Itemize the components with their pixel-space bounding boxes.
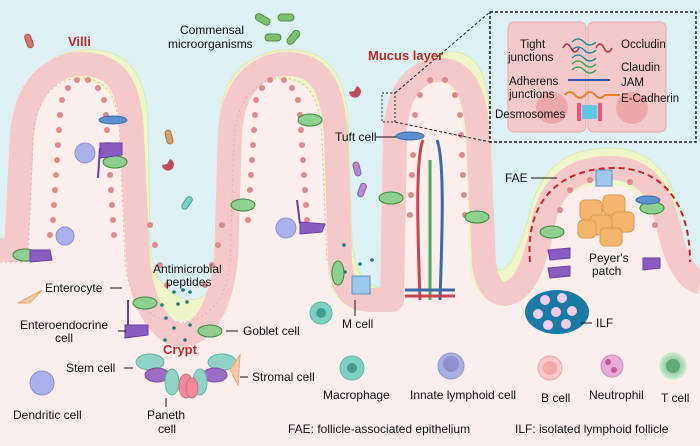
villi-label: Villi	[68, 34, 91, 49]
ilf-follicle	[525, 290, 589, 334]
goblet-cell-label: Goblet cell	[243, 324, 300, 338]
macrophage-cell	[309, 301, 333, 325]
occludin-label: Occludin	[621, 39, 666, 51]
dendritic-cell-icons	[29, 142, 297, 396]
stromal-cell-icons	[17, 289, 241, 387]
ilf-footnote: ILF: isolated lymphoid follicle	[515, 422, 669, 436]
peyers-patch-label-line2: patch	[592, 264, 621, 278]
legend-item-t-cell: T cell	[659, 352, 689, 405]
paneth-label-line1: Paneth	[147, 408, 185, 422]
peyers-patch-cells	[577, 194, 635, 247]
fae-footnote: FAE: follicle-associated epithelium	[288, 422, 470, 436]
tight-junctions-label-line1: Tight	[520, 39, 546, 51]
enteroendocrine-cell-icons	[29, 142, 661, 339]
legend-item-macrophage: Macrophage	[323, 355, 390, 402]
m-cell-label: M cell	[342, 317, 373, 331]
stromal-cell-label: Stromal cell	[252, 370, 315, 384]
adherens-junctions-label-line1: Adherens	[509, 76, 558, 88]
e-cadherin-label: E-Cadherin	[621, 93, 679, 105]
legend-label-t-cell: T cell	[661, 391, 689, 405]
ilf-label: ILF	[596, 316, 613, 330]
legend-label-macrophage: Macrophage	[323, 388, 390, 402]
legend-item-innate-lymphoid-cell: Innate lymphoid cell	[410, 352, 516, 402]
blood-vessels	[405, 139, 455, 301]
m-cell-icon-fae	[595, 169, 613, 187]
fae-label: FAE	[505, 171, 528, 185]
enteroendocrine-label-line2: cell	[55, 331, 73, 345]
legend: Macrophage Innate lymphoid cell B cell N…	[323, 352, 689, 405]
adherens-junctions-label-line2: junctions	[508, 89, 555, 101]
legend-label-b-cell: B cell	[541, 391, 570, 405]
fae-boundary	[528, 166, 691, 263]
stem-cell-label: Stem cell	[66, 361, 115, 375]
antimicrobial-label-line2: peptides	[166, 275, 211, 289]
paneth-label-line2: cell	[158, 422, 176, 436]
commensal-label-line1: Commensal	[180, 23, 244, 37]
tight-junctions-label-line2: junctions	[507, 52, 554, 64]
peyers-patch-label-line1: Peyer's	[589, 251, 629, 265]
legend-label-innate-lymphoid-cell: Innate lymphoid cell	[410, 388, 516, 402]
lamina-propria	[0, 79, 700, 446]
enteroendocrine-label-line1: Enteroendocrine	[20, 318, 108, 332]
desmosomes-label: Desmosomes	[495, 109, 566, 121]
claudin-label: Claudin	[621, 62, 660, 74]
tuft-cell-label: Tuft cell	[335, 130, 377, 144]
neutrophil-icon	[600, 354, 624, 378]
commensal-label-line2: microorganisms	[168, 37, 253, 51]
enterocyte-label: Enterocyte	[45, 281, 103, 295]
crypt-label: Crypt	[163, 342, 198, 357]
tight-junction-inset	[381, 11, 697, 143]
legend-item-neutrophil: Neutrophil	[589, 354, 644, 402]
tuft-cell-icons	[98, 115, 661, 205]
legend-label-neutrophil: Neutrophil	[589, 388, 644, 402]
antimicrobial-label-line1: Antimicrobial	[153, 262, 222, 276]
m-cell-icon	[351, 275, 371, 295]
commensal-microorganism-icons	[24, 13, 367, 210]
dendritic-cell-label: Dendritic cell	[13, 408, 82, 422]
legend-item-b-cell: B cell	[537, 355, 570, 405]
mucus-layer-label: Mucus layer	[368, 48, 443, 63]
jam-label: JAM	[621, 77, 644, 89]
